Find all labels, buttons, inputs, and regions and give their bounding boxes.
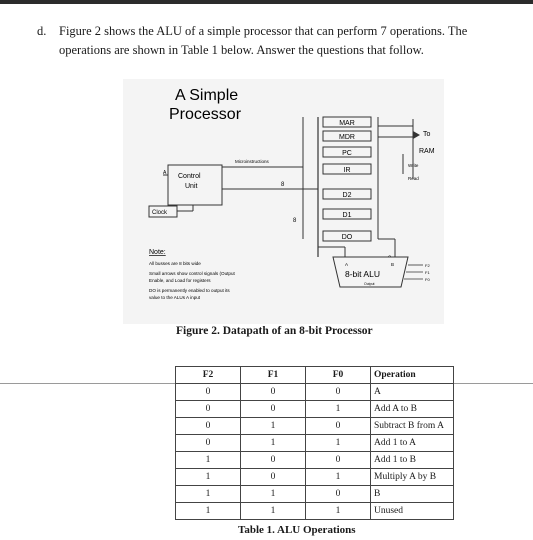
table-header-row: F2 F1 F0 Operation <box>175 366 454 384</box>
register-mdr-label: MDR <box>339 134 355 141</box>
alu-input-a: A <box>345 262 348 267</box>
table-cell-f1: 1 <box>240 434 306 452</box>
table-cell-operation: Add 1 to A <box>370 434 454 452</box>
register-d2-box <box>322 188 372 200</box>
table-cell-operation: Add 1 to B <box>370 451 454 469</box>
alu-control-f2: F2 <box>425 263 430 268</box>
header-f2: F2 <box>175 366 241 384</box>
clock-label: Clock <box>152 210 168 216</box>
question-text: d. Figure 2 shows the ALU of a simple pro… <box>37 22 517 57</box>
table-cell-f0: 0 <box>305 417 371 435</box>
header-f1: F1 <box>240 366 306 384</box>
ram-to-label: To <box>423 131 431 138</box>
figure-title-line-2: Processor <box>169 106 242 123</box>
register-pc-box <box>322 146 372 158</box>
header-operation: Operation <box>370 366 454 384</box>
table-cell-operation: Add A to B <box>370 400 454 418</box>
microinstructions-label: Microinstructions <box>235 159 270 164</box>
register-d2-label: D2 <box>343 192 352 199</box>
table-cell-f0: 1 <box>305 502 371 520</box>
alu-shape <box>332 256 409 288</box>
table-cell-operation: A <box>370 383 454 401</box>
svg-text:A: A <box>163 170 167 176</box>
table-cell-f1: 0 <box>240 400 306 418</box>
table-cell-f2: 0 <box>175 434 241 452</box>
register-do-box <box>322 230 372 242</box>
note-heading: Note: <box>149 249 166 256</box>
register-mar-label: MAR <box>339 120 355 127</box>
table-cell-f0: 0 <box>305 451 371 469</box>
register-ir-label: IR <box>344 167 351 174</box>
top-border <box>0 0 533 4</box>
register-pc-label: PC <box>342 150 352 157</box>
question-line-2: operations are shown in Table 1 below. A… <box>59 43 424 57</box>
ram-read-label: Read <box>408 176 419 181</box>
table-cell-f2: 1 <box>175 485 241 503</box>
alu-label: 8-bit ALU <box>345 269 380 279</box>
cu-bus-width-label: 8 <box>281 182 285 188</box>
table-cell-f2: 0 <box>175 400 241 418</box>
table-cell-f0: 0 <box>305 383 371 401</box>
table-cell-f2: 1 <box>175 502 241 520</box>
ram-label: RAM <box>419 148 435 155</box>
register-mar-box <box>322 116 372 128</box>
table-cell-f2: 0 <box>175 417 241 435</box>
register-d1-label: D1 <box>343 212 352 219</box>
figure-title-line-1: A Simple <box>175 87 238 104</box>
alu-output-label: Output <box>364 282 375 286</box>
table-cell-operation: Multiply A by B <box>370 468 454 486</box>
bus-width-left: 8 <box>293 218 297 224</box>
table-cell-f1: 0 <box>240 383 306 401</box>
table-cell-f2: 0 <box>175 383 241 401</box>
table-cell-operation: B <box>370 485 454 503</box>
ram-write-label: Write <box>408 163 419 168</box>
register-do-label: DO <box>342 234 353 241</box>
table-cell-operation: Subtract B from A <box>370 417 454 435</box>
table-cell-f1: 1 <box>240 502 306 520</box>
header-f0: F0 <box>305 366 371 384</box>
table-cell-f0: 1 <box>305 434 371 452</box>
table-caption: Table 1. ALU Operations <box>238 524 356 536</box>
note-line: DO is permanently enabled to output its <box>149 288 230 293</box>
note-line: Enable, and Load for registers <box>149 278 211 283</box>
table-cell-operation: Unused <box>370 502 454 520</box>
note-line: Small arrows show control signals (Outpu… <box>149 271 236 276</box>
note-line: value to the ALUs A input <box>149 295 201 300</box>
control-unit-box <box>167 164 223 206</box>
table-cell-f1: 1 <box>240 417 306 435</box>
figure-caption: Figure 2. Datapath of an 8-bit Processor <box>176 325 373 337</box>
question-line-1: Figure 2 shows the ALU of a simple proce… <box>59 24 468 38</box>
register-mdr-box <box>322 130 372 142</box>
alu-input-b: B <box>391 262 394 267</box>
control-unit-label-2: Unit <box>185 183 198 190</box>
register-ir-box <box>322 163 372 175</box>
question-label: d. <box>37 24 47 38</box>
alu-control-f1: F1 <box>425 270 430 275</box>
table-cell-f1: 0 <box>240 468 306 486</box>
table-cell-f0: 1 <box>305 468 371 486</box>
alu-control-f0: F0 <box>425 277 430 282</box>
note-line: All busses are 8 bits wide <box>149 261 201 266</box>
table-cell-f0: 1 <box>305 400 371 418</box>
table-cell-f0: 0 <box>305 485 371 503</box>
table-cell-f2: 1 <box>175 451 241 469</box>
table-cell-f1: 1 <box>240 485 306 503</box>
register-d1-box <box>322 208 372 220</box>
table-cell-f1: 0 <box>240 451 306 469</box>
control-unit-label: Control <box>178 173 201 180</box>
table-cell-f2: 1 <box>175 468 241 486</box>
